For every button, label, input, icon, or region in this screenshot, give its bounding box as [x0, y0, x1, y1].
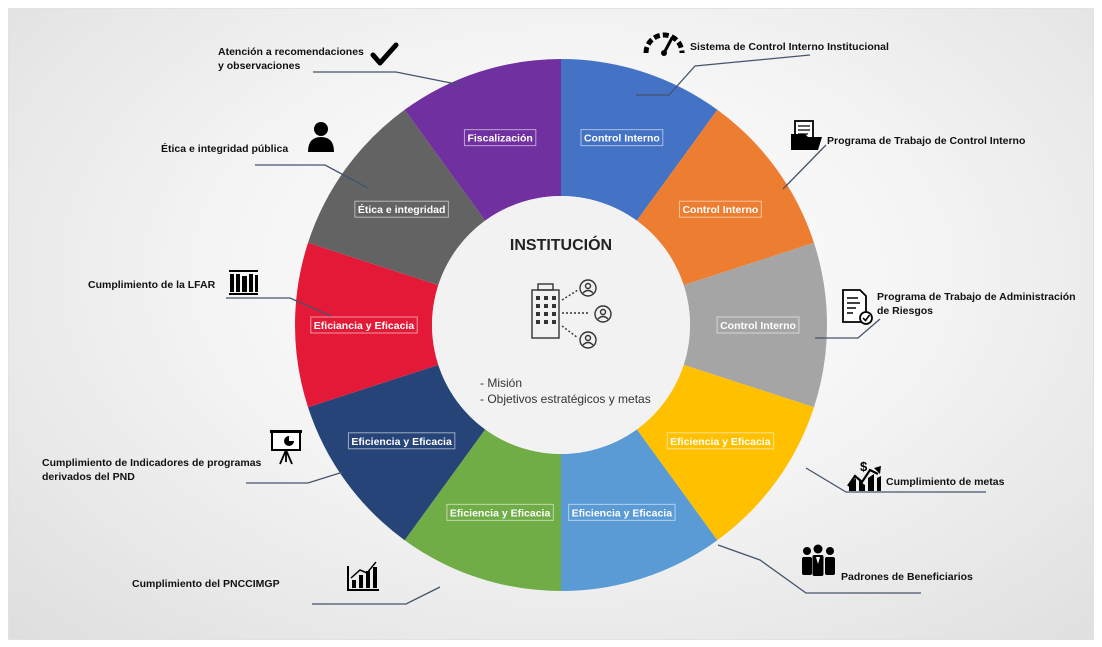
leader-sistema [636, 54, 811, 96]
presentation-board-icon [270, 430, 302, 465]
wheel-center-disk [432, 196, 690, 454]
center-item-objetivos: - Objetivos estratégicos y metas [480, 392, 651, 406]
wheel-segment-4 [636, 364, 814, 541]
wheel-segments [295, 59, 827, 591]
annotation-etica: Ética e integridad pública [161, 143, 289, 155]
leader-lfar [226, 297, 332, 317]
growth-chart-icon: $ [847, 459, 881, 491]
checklist-document-icon [842, 289, 873, 325]
leader-padrones [717, 544, 921, 594]
leader-indicadores [246, 471, 344, 484]
wheel-segment-8 [295, 242, 439, 408]
segment-label-10: Fiscalización [467, 133, 532, 145]
segment-label-box-10 [463, 129, 537, 147]
wheel-segment-1 [561, 59, 718, 221]
segment-label-5: Eficiencia y Eficacia [572, 507, 673, 519]
segment-label-box-4 [666, 432, 775, 450]
segment-label-1: Control Interno [584, 133, 660, 145]
wheel-segment-3 [683, 242, 827, 408]
center-title: INSTITUCIÓN [509, 237, 613, 254]
wheel-segment-2 [636, 109, 814, 286]
annotation-sistema-control: Sistema de Control Interno Institucional [690, 41, 889, 53]
segment-label-box-6 [446, 503, 554, 521]
wheel-segment-7 [308, 364, 486, 541]
user-icon [308, 122, 334, 152]
svg-text:$: $ [860, 459, 868, 474]
segment-label-box-3 [716, 316, 800, 334]
center-item-mision: - Misión [480, 376, 523, 390]
leader-etica [255, 164, 369, 189]
annotation-indicadores: Cumplimiento de Indicadores de programas… [42, 457, 262, 483]
leader-pnccimgp [312, 586, 441, 605]
segment-label-box-5 [568, 503, 676, 521]
annotation-pnccimgp: Cumplimiento del PNCCIMGP [132, 578, 280, 590]
annotation-padrones: Padrones de Beneficiarios [841, 571, 973, 583]
annotation-lfar: Cumplimiento de la LFAR [88, 279, 216, 291]
segment-label-box-9 [354, 200, 449, 218]
wheel-segment-9 [308, 109, 486, 286]
speedometer-icon [643, 32, 685, 56]
segment-label-box-1 [580, 129, 664, 147]
folder-documents-icon [791, 120, 822, 150]
building-people-icon [531, 279, 612, 349]
center-items: - Misión - Objetivos estratégicos y meta… [480, 375, 651, 407]
segment-label-4: Eficiencia y Eficacia [670, 436, 771, 448]
segment-label-9: Ética e integridad [358, 203, 446, 216]
wheel-segment-5 [561, 429, 718, 591]
annotation-cumplimiento-metas: Cumplimiento de metas [886, 476, 1005, 488]
leader-riesgos [815, 318, 881, 339]
checkmark-icon [370, 42, 399, 66]
annotation-programa-riesgos: Programa de Trabajo de Administración de… [877, 291, 1076, 317]
bar-chart-icon [347, 561, 379, 591]
leader-metas [805, 467, 986, 493]
annotation-atencion: Atención a recomendaciones y observacion… [218, 46, 364, 72]
segment-label-7: Eficiencia y Eficacia [351, 436, 452, 448]
annotation-programa-control: Programa de Trabajo de Control Interno [827, 135, 1026, 147]
wheel-segment-10 [404, 59, 561, 221]
segment-label-box-2 [678, 200, 762, 218]
leader-programa-control [782, 144, 827, 190]
people-group-icon [802, 544, 835, 576]
books-icon [229, 270, 258, 295]
segment-label-3: Control Interno [720, 320, 796, 332]
segment-label-6: Eficiencia y Eficacia [450, 507, 551, 519]
wheel-segment-6 [404, 429, 561, 591]
segment-label-2: Control Interno [682, 204, 758, 216]
segment-label-8: Eficiancia y Eficacia [314, 320, 415, 332]
segment-label-box-8 [310, 316, 418, 334]
segment-label-box-7 [347, 432, 456, 450]
leader-atencion [313, 71, 462, 86]
leader-lines [226, 54, 986, 605]
